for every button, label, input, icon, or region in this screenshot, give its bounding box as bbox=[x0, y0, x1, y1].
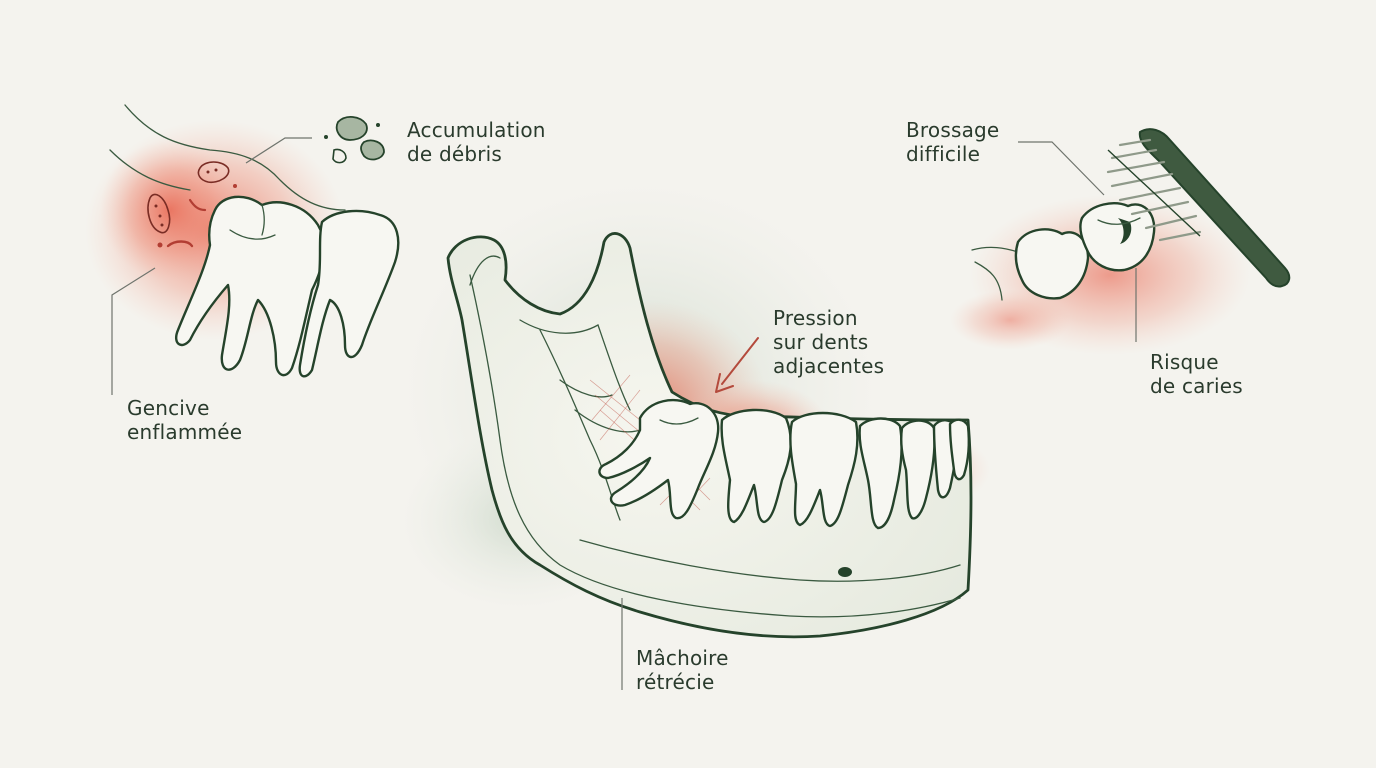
label-debris-line2: de débris bbox=[407, 142, 503, 166]
brushing-illustration bbox=[950, 128, 1291, 355]
debris-icon bbox=[245, 116, 385, 164]
label-caries-line2: de caries bbox=[1150, 374, 1243, 398]
label-pressure-line2: sur dents bbox=[773, 330, 869, 354]
label-debris: Accumulation de débris bbox=[407, 118, 546, 166]
label-jaw-line2: rétrécie bbox=[636, 670, 715, 694]
jaw-illustration bbox=[400, 180, 990, 690]
label-brushing-line1: Brossage bbox=[906, 118, 1000, 142]
lower-teeth-row bbox=[720, 408, 970, 530]
label-brushing-line2: difficile bbox=[906, 142, 981, 166]
label-debris-line1: Accumulation bbox=[407, 118, 546, 142]
label-caries-line1: Risque bbox=[1150, 350, 1219, 374]
label-pressure-line3: adjacentes bbox=[773, 354, 885, 378]
label-gum-line2: enflammée bbox=[127, 420, 243, 444]
impacted-wisdom-tooth bbox=[598, 398, 720, 520]
label-jaw-line1: Mâchoire bbox=[636, 646, 729, 670]
pressure-arrow-icon bbox=[715, 337, 759, 393]
toothbrush-icon bbox=[1106, 128, 1291, 288]
label-gum-line1: Gencive bbox=[127, 396, 210, 420]
inflamed-gum-illustration bbox=[85, 104, 400, 395]
cavity-icon bbox=[1118, 218, 1132, 244]
label-caries: Risque de caries bbox=[1150, 350, 1243, 398]
label-jaw: Mâchoire rétrécie bbox=[636, 646, 729, 694]
label-pressure: Pression sur dents adjacentes bbox=[773, 306, 884, 378]
label-pressure-line1: Pression bbox=[773, 306, 858, 330]
label-brushing: Brossage difficile bbox=[906, 118, 999, 166]
label-gum: Gencive enflammée bbox=[127, 396, 242, 444]
bacteria-icon bbox=[147, 161, 237, 248]
